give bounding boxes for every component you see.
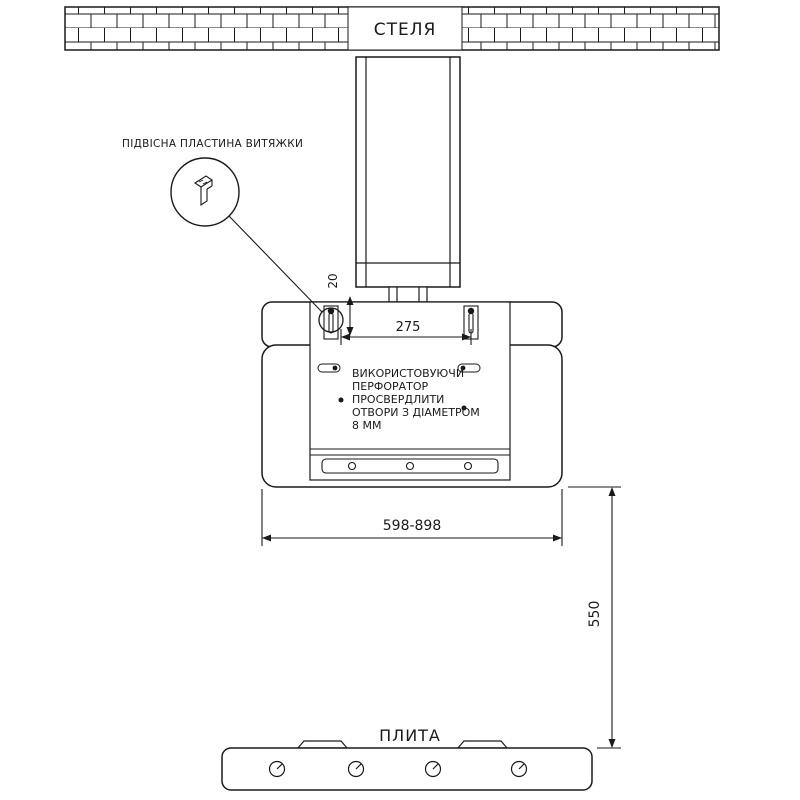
- burner-right: [456, 740, 509, 749]
- drill-note-line: 8 ММ: [352, 419, 381, 432]
- keyhole-slot-left: [317, 363, 341, 373]
- stove-knob: [510, 760, 528, 778]
- drill-note-line: ПЕРФОРАТОР: [352, 380, 429, 393]
- dim-hood-width: 598-898: [261, 489, 563, 546]
- arrow-left: [341, 333, 350, 341]
- hanging-plate-icon: [193, 175, 214, 207]
- bracket-screw: [327, 307, 335, 315]
- drill-note: ВИКОРИСТОВУЮЧИ ПЕРФОРАТОР ПРОСВЕРДЛИТИ О…: [352, 367, 480, 432]
- dim-hood-to-stove: 550: [568, 486, 621, 749]
- arrow-down: [608, 739, 616, 748]
- vent-screw: [347, 461, 357, 471]
- arrow-right: [553, 534, 562, 542]
- hood: ВИКОРИСТОВУЮЧИ ПЕРФОРАТОР ПРОСВЕРДЛИТИ О…: [261, 301, 563, 488]
- dim-width-label: 598-898: [383, 518, 442, 534]
- mounting-bracket-left: [323, 305, 339, 340]
- burner-left: [296, 740, 349, 749]
- bracket-highlight-circle: [318, 307, 344, 333]
- duct-connector: [388, 286, 428, 303]
- vent-screw: [463, 461, 473, 471]
- stove-knob: [424, 760, 442, 778]
- drill-note-line: ПРОСВЕРДЛИТИ: [352, 393, 444, 406]
- arrow-right: [462, 333, 471, 341]
- dim-275-label: 275: [396, 320, 421, 335]
- ceiling-label-box: [347, 6, 463, 51]
- callout-leader-line: [228, 215, 323, 313]
- stove-knob: [268, 760, 286, 778]
- stove: [221, 740, 593, 791]
- callout-label: ПІДВІСНА ПЛАСТИНА ВИТЯЖКИ: [122, 138, 303, 150]
- arrow-up: [346, 296, 354, 305]
- dim-bracket-spacing: 275: [340, 320, 472, 345]
- dim-20-label: 20: [326, 273, 340, 288]
- stove-knob: [347, 760, 365, 778]
- arrow-left: [262, 534, 271, 542]
- ceiling-wall: СТЕЛЯ: [64, 6, 720, 51]
- drill-note-line: ВИКОРИСТОВУЮЧИ: [352, 367, 464, 380]
- chimney-duct: [355, 56, 461, 303]
- bracket-screw: [467, 307, 475, 315]
- stove-label: ПЛИТА: [379, 726, 441, 745]
- dim-bracket-offset: 20: [326, 273, 354, 336]
- drill-hole-dot-left: [338, 397, 344, 403]
- drill-note-line: ОТВОРИ З ДІАМЕТРОМ: [352, 406, 480, 419]
- drill-hole-dot-right: [461, 405, 467, 411]
- arrow-up: [608, 487, 616, 496]
- keyhole-slot-right: [457, 363, 481, 373]
- callout: ПІДВІСНА ПЛАСТИНА ВИТЯЖКИ: [122, 138, 323, 313]
- ceiling-label: СТЕЛЯ: [374, 20, 437, 40]
- arrow-down: [346, 327, 354, 336]
- callout-circle: [170, 157, 240, 227]
- dim-height-label: 550: [587, 601, 603, 628]
- chimney-outer: [355, 56, 461, 288]
- vent-bar: [310, 448, 510, 474]
- vent-screw: [405, 461, 415, 471]
- stove-body: [221, 747, 593, 791]
